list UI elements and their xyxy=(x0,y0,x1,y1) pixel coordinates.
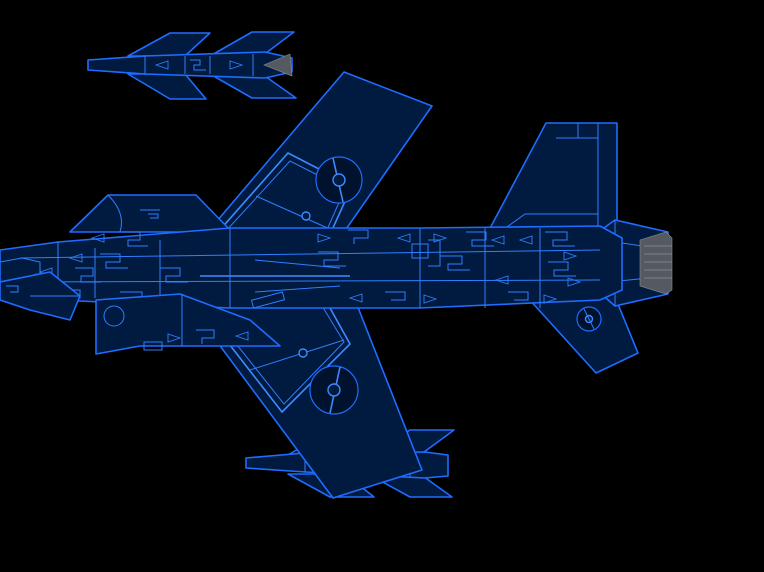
tail-fin-upper xyxy=(487,122,618,233)
exhaust-icon xyxy=(263,53,293,77)
intake-pod xyxy=(95,293,281,355)
fuselage xyxy=(0,225,623,309)
nose-strut xyxy=(0,271,81,321)
canopy-fin xyxy=(69,194,233,233)
escort-fighter-top xyxy=(87,31,297,100)
main-starfighter xyxy=(0,71,673,499)
engine-exhaust xyxy=(639,231,673,295)
exhaust-icon xyxy=(639,231,673,295)
